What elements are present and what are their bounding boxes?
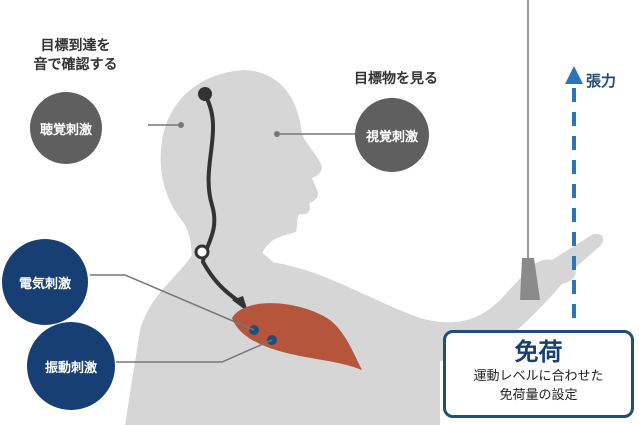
offload-title: 免荷	[514, 338, 563, 366]
connector-lines	[90, 124, 357, 363]
hearing-stimulus-label: 聴覚刺激	[39, 122, 92, 138]
vibration-stimulus-label: 振動刺激	[44, 360, 97, 376]
vision-stimulus-circle: 視覚刺激	[355, 98, 429, 172]
handle	[520, 258, 540, 300]
hearing-caption-line2: 音で確認する	[33, 57, 118, 73]
hearing-caption: 目標到達を 音で確認する	[8, 37, 143, 75]
tension-label: 張力	[586, 72, 617, 90]
vision-point	[274, 131, 280, 137]
offload-line2: 免荷量の設定	[499, 388, 578, 403]
hearing-stimulus-circle: 聴覚刺激	[30, 92, 102, 164]
vision-caption: 目標物を見る	[354, 71, 438, 87]
muscle-shape	[232, 303, 362, 370]
vision-stimulus-label: 視覚刺激	[365, 129, 418, 145]
offload-box: 免荷 運動レベルに合わせた 免荷量の設定	[443, 330, 634, 418]
nerve-path	[194, 87, 248, 312]
hearing-caption-line1: 目標到達を	[40, 38, 111, 54]
hearing-point	[178, 122, 184, 128]
tension-arrow-head-icon	[565, 66, 583, 84]
vibration-stimulus-circle: 振動刺激	[27, 322, 115, 410]
synapse-icon	[194, 244, 210, 260]
offload-line1: 運動レベルに合わせた	[473, 369, 604, 384]
electric-stimulus-label: 電気刺激	[18, 276, 71, 292]
brain-node-icon	[198, 87, 212, 101]
electric-stimulus-circle: 電気刺激	[2, 239, 88, 325]
